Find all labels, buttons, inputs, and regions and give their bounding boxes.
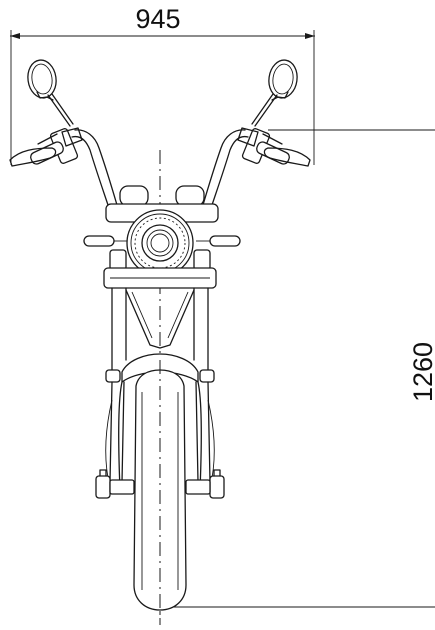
lower-triple-clamp (103, 249, 217, 289)
width-arrow-left (10, 33, 20, 39)
width-arrow-right (305, 33, 315, 39)
right-turn-signal (196, 235, 241, 247)
headlight (126, 209, 194, 277)
width-dimension: 945 (10, 4, 315, 165)
right-mirror (251, 59, 298, 127)
fork-tubes (105, 287, 215, 383)
fork-legs (95, 381, 225, 499)
left-mirror (27, 59, 74, 127)
right-handlebar (202, 127, 311, 206)
height-dimension-label: 1260 (408, 342, 435, 402)
left-turn-signal (83, 235, 128, 247)
width-dimension-label: 945 (135, 4, 180, 34)
height-dimension: 1260 (160, 129, 435, 608)
left-handlebar (9, 127, 118, 206)
